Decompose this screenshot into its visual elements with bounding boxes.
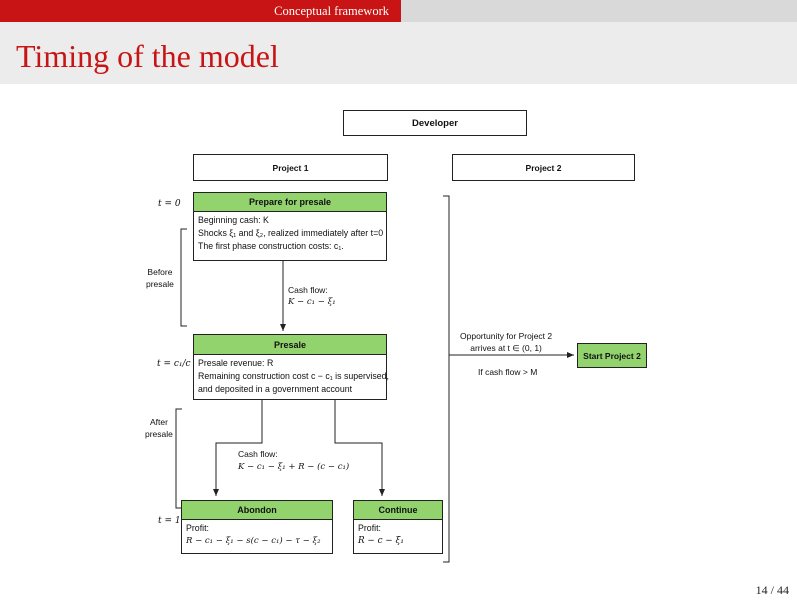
before-presale-line1: Before — [147, 267, 173, 277]
title-bar: Timing of the model — [0, 22, 797, 84]
start-project2-label: Start Project 2 — [583, 350, 641, 361]
presale-line-revenue: Presale revenue: R — [198, 358, 274, 368]
arrow-presale-to-continue — [334, 399, 385, 496]
abandon-title: Abondon — [237, 505, 277, 515]
opportunity-annotation: Opportunity for Project 2 arrives at t ∈… — [460, 330, 552, 354]
time-label-t1: t = 1 — [158, 516, 181, 526]
before-presale-bracket — [180, 228, 187, 327]
continue-title: Continue — [378, 505, 418, 515]
after-presale-line2: presale — [145, 429, 173, 439]
nav-section-conceptual-framework[interactable]: Conceptual framework — [0, 0, 401, 22]
abandon-body: Profit: R − c₁ − ξ₁ − s(c − c₁) − τ − ξ₂ — [181, 519, 333, 554]
project2-label: Project 2 — [525, 162, 562, 173]
presale-body: Presale revenue: R Remaining constructio… — [193, 354, 389, 400]
prepare-line-shocks: Shocks ξ₁ and ξ₂, realized immediately a… — [198, 228, 384, 238]
abandon-header: Abondon — [181, 500, 333, 519]
slide-title: Timing of the model — [16, 38, 279, 74]
presale-header: Presale — [193, 334, 387, 354]
prepare-title: Prepare for presale — [248, 197, 332, 207]
continue-profit-expr: R − c − ξ₁ — [358, 536, 404, 546]
nav-bar-remainder — [401, 0, 797, 22]
continue-header: Continue — [353, 500, 443, 519]
continue-profit-label: Profit: — [358, 523, 381, 533]
cashflow1-annotation: Cash flow: K − c₁ − ξ₁ — [288, 284, 336, 308]
cashflow1-expr: K − c₁ − ξ₁ — [288, 297, 336, 307]
presale-line-remaining: Remaining construction cost c − c₁ is su… — [198, 371, 389, 381]
condition-annotation: If cash flow > M — [478, 367, 538, 377]
prepare-line-cost: The first phase construction costs: c₁. — [198, 241, 344, 251]
time-label-tmid: t = c₁/c — [157, 359, 191, 369]
developer-label: Developer — [412, 117, 458, 129]
opportunity-line1: Opportunity for Project 2 — [460, 331, 553, 341]
page-number: 14 / 44 — [755, 583, 789, 597]
before-presale-line2: presale — [146, 279, 174, 289]
cashflow2-annotation: Cash flow: K − c₁ − ξ₁ + R − (c − c₁) — [238, 448, 349, 474]
opportunity-line2: arrives at t ∈ (0, 1) — [470, 343, 542, 353]
project2-box: Project 2 — [452, 154, 635, 181]
project1-label: Project 1 — [272, 162, 309, 173]
start-project2-box: Start Project 2 — [577, 343, 647, 368]
continue-body: Profit: R − c − ξ₁ — [353, 519, 443, 554]
presale-title: Presale — [273, 339, 307, 350]
cashflow2-label: Cash flow: — [238, 449, 278, 459]
top-navigation-bar: Conceptual framework — [0, 0, 797, 22]
presale-line-deposit: and deposited in a government account — [198, 384, 353, 394]
after-presale-line1: After — [149, 417, 168, 427]
project2-time-bracket — [443, 195, 450, 563]
abandon-profit-expr: R − c₁ − ξ₁ − s(c − c₁) − τ − ξ₂ — [186, 536, 321, 546]
project1-box: Project 1 — [193, 154, 388, 181]
prepare-header: Prepare for presale — [193, 192, 387, 211]
time-label-t0: t = 0 — [158, 199, 181, 209]
after-presale-label: After presale — [145, 416, 173, 440]
abandon-profit-label: Profit: — [186, 523, 209, 533]
cashflow1-label: Cash flow: — [288, 285, 328, 295]
cashflow2-expr: K − c₁ − ξ₁ + R − (c − c₁) — [238, 462, 350, 472]
before-presale-label: Before presale — [146, 266, 174, 290]
developer-box: Developer — [343, 110, 527, 136]
prepare-line-cash: Beginning cash: K — [198, 215, 269, 225]
arrow-presale-to-abandon — [213, 399, 263, 496]
prepare-body: Beginning cash: K Shocks ξ₁ and ξ₂, real… — [193, 211, 387, 261]
after-presale-bracket — [175, 408, 182, 509]
